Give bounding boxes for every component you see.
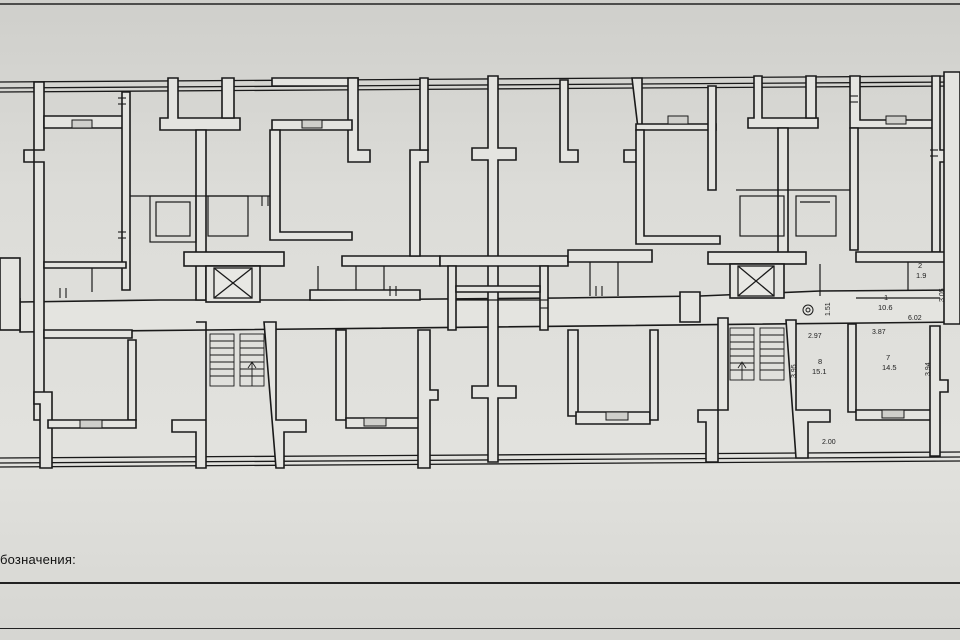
facade-top <box>0 75 960 93</box>
dim-label: 2.97 <box>808 333 822 340</box>
dim-label: 2.00 <box>822 439 836 446</box>
stairs-right <box>729 327 785 381</box>
dimension-labels: 2.97 6.02 3.87 3.05 1.51 3.95 3.94 2.00 <box>791 288 946 446</box>
room-2-number: 2 <box>918 261 922 270</box>
walls <box>0 71 960 469</box>
room-7-area: 14.5 <box>882 363 897 372</box>
dim-label: 1.51 <box>825 302 832 316</box>
legend-title: бозначения: <box>0 552 76 567</box>
drain-symbol <box>802 304 814 316</box>
door-ticks <box>59 95 938 309</box>
dim-label: 3.05 <box>939 288 946 302</box>
dim-label: 3.95 <box>791 364 798 378</box>
dim-label: 6.02 <box>908 315 922 322</box>
room-labels: 2 1.9 1 10.6 8 15.1 7 14.5 <box>812 261 926 376</box>
room-1-area: 10.6 <box>878 303 893 312</box>
dim-label: 3.87 <box>872 329 886 336</box>
partitions <box>91 189 940 301</box>
room-8-number: 8 <box>818 357 822 366</box>
legend-rule-top <box>0 582 960 584</box>
room-1-number: 1 <box>884 293 888 302</box>
room-2-area: 1.9 <box>916 271 926 280</box>
facade-bottom <box>0 451 960 468</box>
room-7-number: 7 <box>886 353 890 362</box>
legend-rule-bottom <box>0 628 960 629</box>
stairs-left <box>209 333 265 387</box>
room-8-area: 15.1 <box>812 367 827 376</box>
elevator-shaft-right <box>737 265 775 297</box>
elevator-shaft-left <box>213 267 253 299</box>
dim-label: 3.94 <box>925 362 932 376</box>
windows <box>71 115 907 429</box>
